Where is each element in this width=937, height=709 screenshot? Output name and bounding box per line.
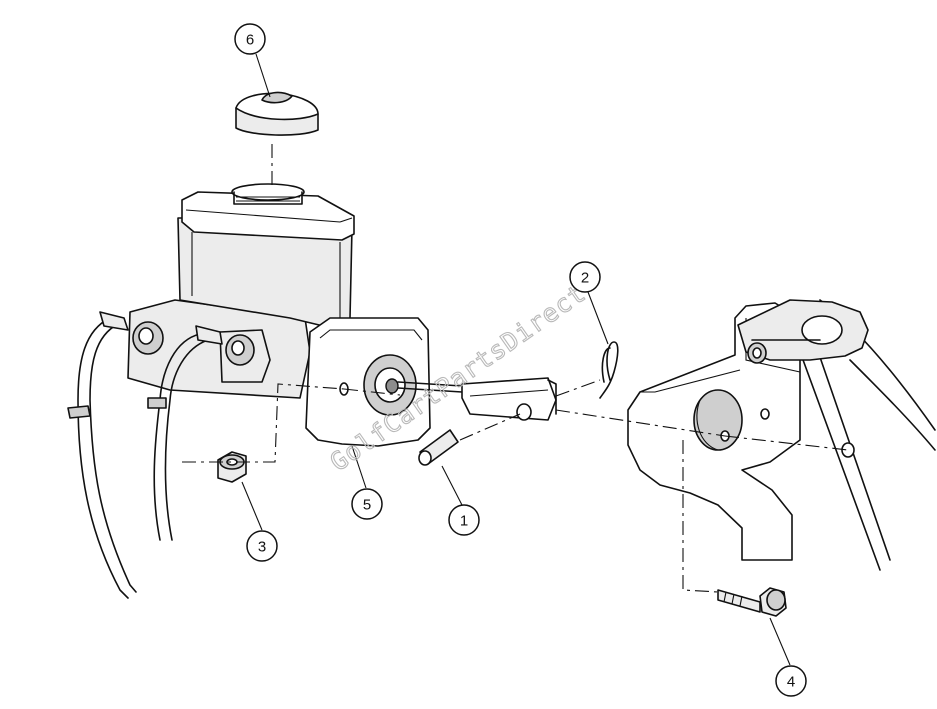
callout-1: 1 — [448, 504, 480, 536]
callout-label-2: 2 — [581, 270, 589, 287]
bolt — [717, 587, 787, 617]
pedal-bracket — [627, 299, 936, 571]
assembly-lines — [182, 144, 849, 593]
callout-4: 4 — [775, 665, 807, 697]
nut — [217, 451, 247, 483]
callout-3: 3 — [246, 530, 278, 562]
callout-label-4: 4 — [787, 674, 795, 691]
leader-lines — [241, 53, 791, 666]
reservoir-cap — [235, 91, 319, 136]
callout-label-5: 5 — [363, 497, 371, 514]
callout-2: 2 — [569, 261, 601, 293]
master-cylinder — [127, 183, 463, 447]
brake-lines — [67, 311, 223, 599]
callout-label-6: 6 — [246, 32, 254, 49]
callout-label-3: 3 — [258, 539, 266, 556]
clevis — [461, 377, 557, 421]
callout-5: 5 — [351, 488, 383, 520]
callout-label-1: 1 — [460, 513, 468, 530]
callout-6: 6 — [234, 23, 266, 55]
clevis-pin — [418, 429, 459, 466]
hairpin-clip — [599, 341, 619, 399]
